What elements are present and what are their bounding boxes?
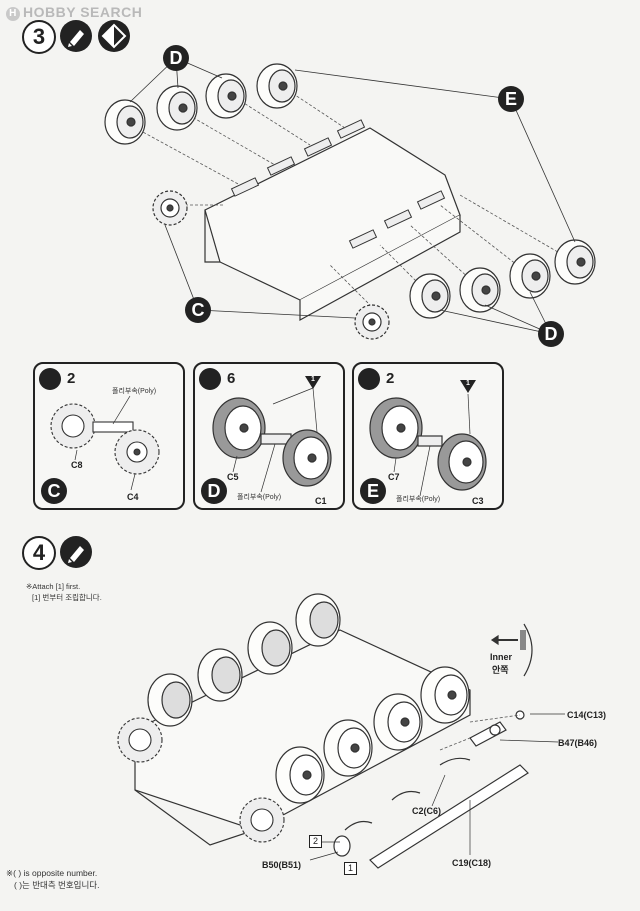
step-4-number: 4: [22, 536, 56, 570]
part-c8-label: C8: [71, 460, 83, 470]
order-triangle-icon: [305, 376, 321, 389]
order-triangle-icon: [460, 380, 476, 393]
subpanel-e-poly-label: 폴리부속(Poly): [396, 496, 441, 503]
step-3-hull-drawing: [104, 57, 596, 340]
symmetric-small-icon: [199, 368, 221, 390]
part-c19-label: C19(C18): [452, 858, 492, 868]
subpanel-c-qty: 2: [67, 370, 76, 387]
part-b47-label: B47(B46): [558, 738, 598, 748]
part-c4-label: C4: [127, 492, 139, 502]
glue-icon: [60, 536, 92, 568]
symmetric-small-icon: [39, 368, 61, 390]
opposite-note-ko: ( )는 반대측 번호입니다.: [14, 880, 100, 890]
part-c1-label: C1: [315, 496, 327, 506]
order-box-2: 2: [309, 835, 322, 848]
symmetric-icon: [98, 20, 130, 52]
subpanel-e-drawing: [369, 393, 487, 497]
part-c5-label: C5: [227, 472, 239, 482]
order-triangle-number: 1: [311, 376, 315, 383]
opposite-note: ※( ) is opposite number.: [6, 868, 98, 878]
part-c14-label: C14(C13): [567, 710, 607, 720]
subpanel-e: 2 1 C7 폴리부속(Poly) C3 E: [352, 362, 504, 510]
watermark-text: HOBBY SEARCH: [23, 4, 143, 20]
subpanel-d-poly-label: 폴리부속(Poly): [237, 494, 282, 501]
part-c3-label: C3: [472, 496, 484, 506]
subpanel-d-drawing: [212, 387, 332, 493]
subpanel-c: 2 폴리부속(Poly) C8 C4 C: [33, 362, 185, 510]
glue-icon: [60, 20, 92, 52]
callout-d-bottom: D: [538, 321, 564, 347]
order-box-1: 1: [344, 862, 357, 875]
callout-c: C: [185, 297, 211, 323]
attach-note: ※Attach [1] first.: [26, 582, 81, 591]
subpanel-d: 6 1 C5 폴리부속(Poly) C1 D: [193, 362, 345, 510]
subpanel-c-poly-label: 폴리부속(Poly): [112, 388, 157, 395]
attach-note-ko: [1] 번부터 조립합니다.: [32, 593, 102, 602]
watermark-logo: H: [6, 7, 20, 21]
callout-e: E: [498, 86, 524, 112]
subpanel-e-qty: 2: [386, 370, 395, 387]
callout-d-top: D: [163, 45, 189, 71]
part-c2-label: C2(C6): [412, 806, 442, 816]
subpanel-d-qty: 6: [227, 370, 236, 387]
part-b50-label: B50(B51): [262, 860, 302, 870]
symmetric-small-icon: [358, 368, 380, 390]
inner-label: Inner: [490, 652, 513, 662]
order-triangle-number: 1: [466, 380, 470, 387]
subpanel-d-letter: D: [201, 478, 227, 504]
subpanel-e-letter: E: [360, 478, 386, 504]
inner-label-ko: 안쪽: [492, 665, 509, 675]
subpanel-c-drawing: [50, 395, 160, 491]
part-c7-label: C7: [388, 472, 400, 482]
step-3-number: 3: [22, 20, 56, 54]
subpanel-c-letter: C: [41, 478, 67, 504]
